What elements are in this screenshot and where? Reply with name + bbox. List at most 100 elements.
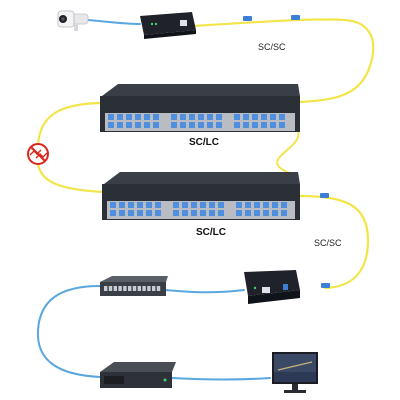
- fiber-left-lower: [36, 161, 107, 194]
- fiber-port: [243, 114, 249, 120]
- fiber-port: [126, 122, 132, 128]
- sc-connector: [291, 15, 300, 20]
- fiber-port: [218, 202, 224, 208]
- fiber-port: [173, 202, 179, 208]
- fiber-port: [135, 122, 141, 128]
- fiber-port: [245, 202, 251, 208]
- fiber-port: [216, 122, 222, 128]
- media-converter-icon: [244, 270, 300, 304]
- fiber-port: [252, 114, 258, 120]
- fiber-port: [209, 210, 215, 216]
- fiber-port: [173, 210, 179, 216]
- fiber-port: [189, 114, 195, 120]
- fiber-port: [216, 114, 222, 120]
- patch-panel-1: [100, 84, 300, 132]
- fiber-port: [191, 202, 197, 208]
- fiber-port: [189, 122, 195, 128]
- fiber-port: [261, 122, 267, 128]
- switch-port: [123, 286, 127, 291]
- fiber-port: [234, 114, 240, 120]
- fiber-port: [126, 114, 132, 120]
- fiber-port: [198, 114, 204, 120]
- broken-link-icon: [27, 143, 49, 165]
- top-cable-label: SC/SC: [258, 42, 286, 52]
- fiber-port: [207, 122, 213, 128]
- monitor-icon: [272, 352, 318, 393]
- fiber-port: [135, 114, 141, 120]
- connectors: [243, 15, 330, 288]
- fiber-port: [155, 202, 161, 208]
- cctv-camera-icon: [57, 10, 89, 31]
- right-cable-label: SC/SC: [314, 238, 342, 248]
- fiber-port: [110, 202, 116, 208]
- ethernet-cable-camera: [87, 19, 141, 25]
- fiber-port: [261, 114, 267, 120]
- fiber-panel2-right: [298, 194, 370, 290]
- switch-port: [104, 286, 108, 291]
- fiber-port: [146, 210, 152, 216]
- fiber-port: [234, 122, 240, 128]
- fiber-port: [128, 202, 134, 208]
- fiber-port: [281, 202, 287, 208]
- fiber-port: [236, 210, 242, 216]
- fiber-port: [200, 202, 206, 208]
- fiber-port: [270, 114, 276, 120]
- fiber-port: [243, 122, 249, 128]
- fiber-port: [153, 122, 159, 128]
- fiber-panel1-right: [276, 129, 300, 176]
- fiber-port: [200, 210, 206, 216]
- fiber-port: [117, 122, 123, 128]
- fiber-port: [272, 210, 278, 216]
- fiber-port: [263, 202, 269, 208]
- fiber-port: [153, 114, 159, 120]
- switch-port: [108, 286, 113, 291]
- ethernet-converter-switch: [164, 289, 245, 294]
- panel1-label: SC/LC: [189, 137, 219, 148]
- fiber-port: [254, 210, 260, 216]
- switch-port: [152, 286, 156, 291]
- fiber-port: [207, 114, 213, 120]
- fiber-port: [254, 202, 260, 208]
- sc-connector: [243, 16, 252, 21]
- fiber-port: [108, 114, 114, 120]
- port-grid: [108, 114, 285, 128]
- fiber-port: [119, 202, 125, 208]
- fiber-left-upper: [36, 101, 102, 147]
- fiber-port: [182, 210, 188, 216]
- switch-port: [156, 286, 161, 291]
- switch-port: [113, 286, 117, 291]
- switch-port: [118, 286, 122, 291]
- fiber-port: [171, 114, 177, 120]
- switch-port: [142, 286, 146, 291]
- fiber-port: [144, 114, 150, 120]
- fiber-port: [198, 122, 204, 128]
- panel2-label: SC/LC: [196, 227, 226, 238]
- fiber-port: [128, 210, 134, 216]
- ethernet-switch-nvr: [36, 285, 101, 378]
- fiber-port: [180, 122, 186, 128]
- fiber-port: [119, 210, 125, 216]
- fiber-port: [137, 210, 143, 216]
- fiber-port: [245, 210, 251, 216]
- fiber-port: [117, 114, 123, 120]
- fiber-port: [263, 210, 269, 216]
- fiber-port: [272, 202, 278, 208]
- fiber-port: [209, 202, 215, 208]
- fiber-port: [146, 202, 152, 208]
- sc-connector: [320, 193, 329, 198]
- switch-port: [128, 286, 132, 291]
- fiber-port: [155, 210, 161, 216]
- fiber-port: [279, 114, 285, 120]
- fiber-port: [252, 122, 258, 128]
- fiber-port: [270, 122, 276, 128]
- sc-connector: [321, 283, 330, 288]
- fiber-port: [191, 210, 197, 216]
- fiber-port: [171, 122, 177, 128]
- patch-panel-2: [102, 172, 300, 220]
- switch-port-row: [104, 286, 161, 291]
- fiber-port: [182, 202, 188, 208]
- fiber-port: [236, 202, 242, 208]
- fiber-port: [281, 210, 287, 216]
- hdmi-nvr-monitor: [171, 377, 271, 381]
